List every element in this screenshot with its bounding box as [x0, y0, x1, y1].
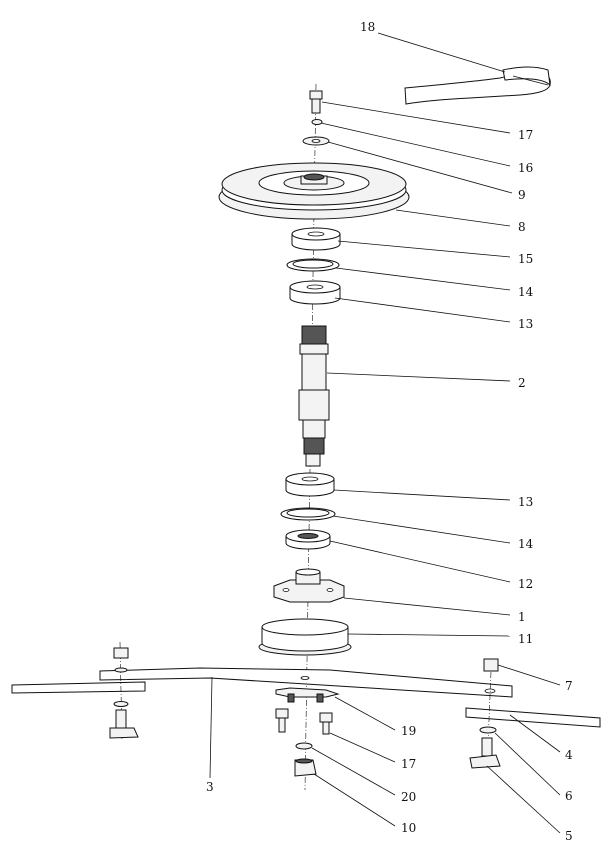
- part-bearing-bottom: [285, 529, 331, 550]
- callout-14-bottom: 14: [518, 537, 534, 551]
- left-blade-hardware: [109, 641, 139, 741]
- part-right-washer: [479, 726, 497, 734]
- part-bracket: [275, 687, 340, 703]
- callout-16: 16: [518, 161, 533, 175]
- part-small-washer: [311, 119, 323, 125]
- callout-1: 1: [518, 610, 526, 624]
- part-spacer-top: [289, 280, 341, 305]
- part-circlip-top: [286, 258, 340, 272]
- callout-14-top: 14: [518, 285, 534, 299]
- part-small-bolts: [275, 708, 333, 735]
- callout-11: 11: [518, 632, 533, 646]
- callouts: 18 17 16 9 8 15 14 13 2 13 14 12 1 11 7 …: [206, 20, 573, 843]
- part-bearing-top: [291, 227, 341, 251]
- callout-4: 4: [565, 748, 573, 762]
- part-belt-guard: [404, 66, 551, 105]
- part-spacer-bottom: [285, 472, 335, 497]
- part-lock-washer: [295, 742, 313, 750]
- part-right-clamp-nut: [469, 737, 501, 769]
- callout-13-bottom: 13: [518, 495, 533, 509]
- part-deck-ring: [258, 618, 352, 656]
- callout-20: 20: [401, 790, 416, 804]
- part-spindle-shaft: [298, 325, 330, 467]
- leader-lines: [209, 32, 561, 834]
- part-spindle-nut: [294, 758, 317, 777]
- part-pulley: [218, 162, 410, 220]
- part-top-bolt: [309, 90, 323, 114]
- callout-8: 8: [518, 220, 526, 234]
- callout-9: 9: [518, 188, 526, 202]
- callout-17-small-bolts: 17: [401, 757, 416, 771]
- callout-19: 19: [401, 724, 416, 738]
- callout-7: 7: [565, 679, 573, 693]
- callout-5: 5: [565, 829, 573, 843]
- callout-10: 10: [401, 821, 416, 835]
- part-blade-bar: [11, 667, 513, 698]
- part-blade-right: [465, 707, 601, 728]
- callout-15: 15: [518, 252, 533, 266]
- callout-13-top: 13: [518, 317, 533, 331]
- part-circlip-bottom: [280, 507, 336, 521]
- callout-18: 18: [360, 20, 375, 34]
- callout-12: 12: [518, 577, 533, 591]
- part-spindle-housing: [273, 568, 345, 603]
- callout-2: 2: [518, 376, 526, 390]
- callout-17-top-bolt: 17: [518, 128, 533, 142]
- callout-6: 6: [565, 789, 573, 803]
- callout-3: 3: [206, 780, 214, 794]
- part-washer: [302, 136, 330, 146]
